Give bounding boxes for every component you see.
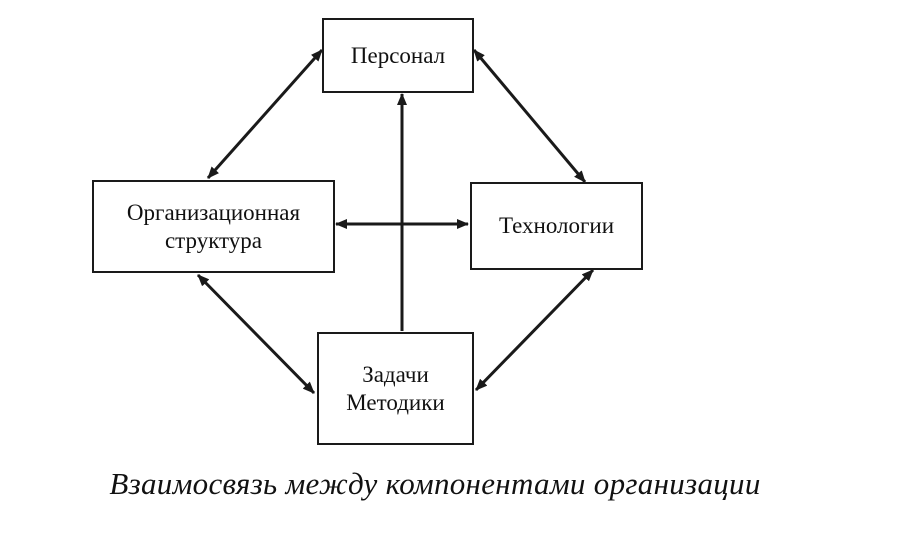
node-org-structure-label-line-1: Организационная	[126, 199, 301, 225]
node-tasks-methods-label-line-1: Задачи	[362, 361, 429, 387]
node-tasks-methods-label-line-2: Методики	[346, 389, 445, 415]
edge-technologies-tasks	[474, 268, 595, 392]
node-technologies-label: Технологии	[498, 213, 615, 238]
edge-personnel-technologies	[472, 49, 587, 183]
node-technologies: Технологии	[470, 182, 643, 270]
node-org-structure: Организационная структура	[92, 180, 335, 273]
node-tasks-methods: Задачи Методики	[317, 332, 474, 445]
node-personnel: Персонал	[322, 18, 474, 93]
node-org-structure-label-line-2: структура	[164, 227, 263, 253]
node-personnel-label: Персонал	[350, 42, 446, 68]
diagram-caption: Взаимосвязь между компонентами организац…	[109, 466, 761, 501]
edge-org-structure-tasks	[196, 273, 316, 395]
edge-personnel-org-structure	[206, 49, 324, 179]
